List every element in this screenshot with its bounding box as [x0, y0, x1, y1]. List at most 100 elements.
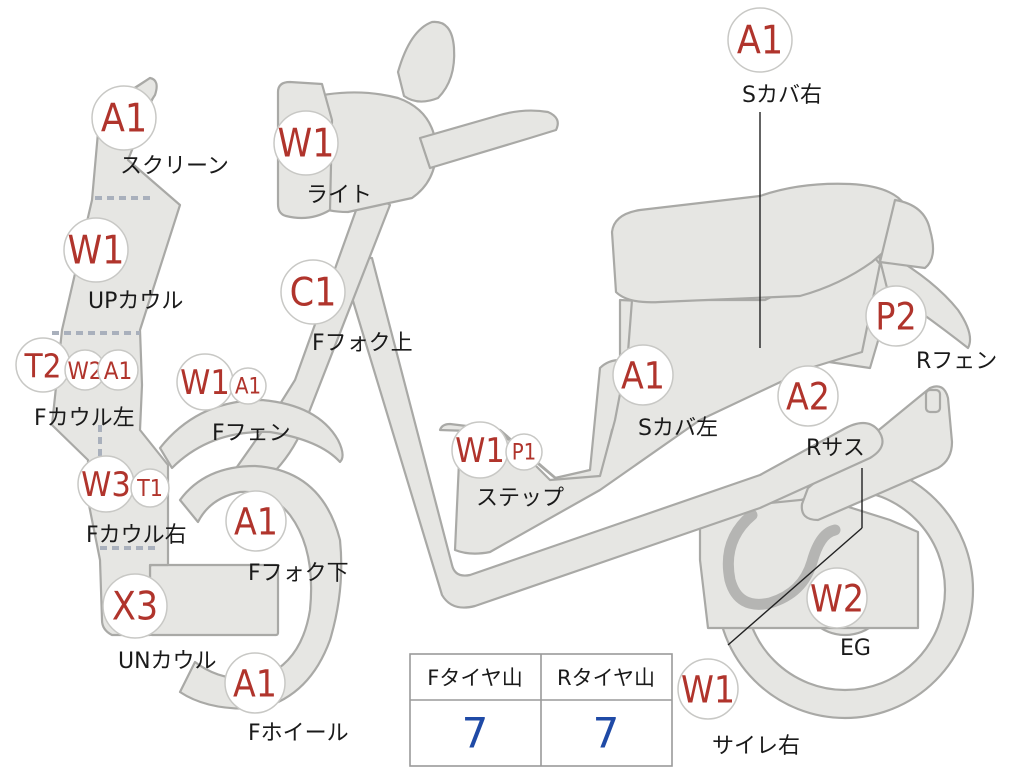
- condition-code: P2: [875, 296, 916, 339]
- condition-code: C1: [290, 271, 337, 316]
- rear-tire-header: Rタイヤ山: [557, 666, 655, 690]
- exhaust-coil: [722, 509, 841, 610]
- part-label: Fホイール: [248, 721, 349, 746]
- badge-circle: [505, 433, 543, 471]
- part-label: UNカウル: [118, 649, 217, 674]
- condition-code: W1: [180, 363, 230, 403]
- main-frame: [338, 256, 884, 609]
- part-label: Fカウル右: [86, 523, 187, 548]
- front-tire-value: 7: [462, 709, 489, 758]
- condition-code-badge: P2: [865, 285, 927, 347]
- part-label: Rフェン: [916, 349, 997, 374]
- badge-circle: [224, 652, 286, 714]
- condition-code-badge: A1: [225, 490, 287, 552]
- tire-table: Fタイヤ山 Rタイヤ山 7 7: [409, 653, 673, 767]
- condition-code-badge: W3: [77, 455, 135, 513]
- badge-circle: [280, 259, 346, 325]
- condition-code-badge: W1: [176, 353, 234, 411]
- condition-code-badge: A1: [91, 85, 157, 151]
- condition-code-badge: T1: [130, 468, 170, 508]
- front-fender-shape: [158, 398, 344, 470]
- condition-code: W3: [81, 465, 131, 505]
- badge-circle: [677, 658, 739, 720]
- part-label: Fフェン: [212, 421, 291, 446]
- condition-code: A1: [235, 375, 261, 400]
- part-label: Fフォク下: [248, 561, 349, 586]
- condition-code-badge: P1: [505, 433, 543, 471]
- badge-circle: [229, 367, 267, 405]
- rear-tire-value: 7: [593, 709, 620, 758]
- part-label: Rサス: [806, 436, 865, 461]
- condition-code: A1: [104, 357, 133, 385]
- condition-code: W2: [67, 357, 102, 385]
- leader-lines: [727, 112, 863, 646]
- condition-code-badge: W2: [806, 567, 868, 629]
- badge-circle: [97, 349, 139, 391]
- part-label: ライト: [306, 183, 372, 208]
- front-tire: [178, 464, 343, 710]
- part-label: サイレ右: [712, 734, 800, 759]
- part-annotation-light: W1 ライト: [273, 110, 372, 208]
- condition-code: A1: [621, 355, 665, 398]
- condition-code: T1: [136, 476, 163, 502]
- badge-circle: [273, 110, 339, 176]
- condition-code: P1: [512, 441, 537, 466]
- part-label: ステップ: [476, 486, 564, 511]
- condition-code-badge: W1: [63, 217, 129, 283]
- part-label: Sカバ右: [742, 83, 822, 108]
- condition-code-badge: W1: [273, 110, 339, 176]
- condition-code-badge: X3: [102, 573, 168, 639]
- part-label: EG: [840, 636, 871, 661]
- condition-code: W1: [681, 669, 735, 712]
- condition-code-badge: A1: [97, 349, 139, 391]
- condition-code-badge: W1: [677, 658, 739, 720]
- part-annotation-muffler-right: W1 サイレ右: [677, 658, 800, 759]
- seat-back: [878, 198, 935, 270]
- condition-code: W1: [277, 122, 334, 167]
- part-label: Sカバ左: [638, 416, 718, 441]
- condition-code-badge: W2: [64, 349, 106, 391]
- front-tire-header: Fタイヤ山: [427, 666, 522, 690]
- condition-code-badge: A1: [612, 344, 674, 406]
- badge-circle: [727, 7, 793, 73]
- condition-code: A1: [737, 19, 783, 64]
- leader-line: [727, 527, 863, 646]
- condition-code-badge: A1: [727, 7, 793, 73]
- badge-circle: [806, 567, 868, 629]
- condition-code-badge: A2: [777, 365, 839, 427]
- badge-circle: [225, 490, 287, 552]
- part-label: Fカウル左: [34, 406, 135, 431]
- condition-code: A2: [786, 376, 830, 419]
- condition-code: A1: [234, 501, 278, 544]
- rear-shock-rod: [924, 388, 942, 414]
- badge-circle: [91, 85, 157, 151]
- condition-code-badge: A1: [224, 652, 286, 714]
- handlebar: [418, 109, 559, 170]
- badge-circle: [612, 344, 674, 406]
- part-label: Fフォク上: [312, 331, 413, 356]
- condition-code-badge: T2: [15, 337, 71, 393]
- condition-code: W1: [67, 229, 124, 274]
- condition-code-badge: W1: [451, 421, 509, 479]
- condition-code-badge: C1: [280, 259, 346, 325]
- condition-code: A1: [233, 663, 277, 706]
- badge-circle: [777, 365, 839, 427]
- badge-circle: [63, 217, 129, 283]
- condition-code: A1: [101, 97, 147, 142]
- condition-code-badge: A1: [229, 367, 267, 405]
